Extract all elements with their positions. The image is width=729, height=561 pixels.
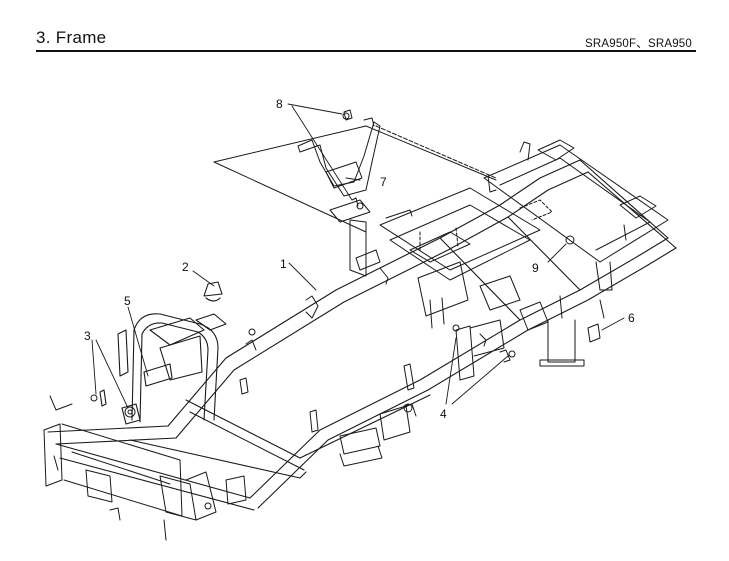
hardware [90,112,601,510]
callout-6: 6 [628,311,635,325]
front-bumper [43,395,247,541]
center-structure [329,175,553,329]
callout-7: 7 [380,175,387,189]
callout-8: 8 [276,97,283,111]
leader-lines [91,103,625,409]
callout-2: 2 [182,260,189,274]
side-brackets [239,295,549,467]
rear-deck-plate [483,139,669,367]
model-label: SRA950F、SRA950 [585,38,692,50]
pedal-bracket [213,109,497,233]
callout-5: 5 [124,294,131,308]
page-header: 3. Frame SRA950F、SRA950 [36,26,696,52]
callout-4: 4 [440,407,447,421]
callout-1: 1 [280,257,287,271]
callout-3: 3 [84,329,91,343]
section-title: 3. Frame [36,28,107,47]
front-hoop [99,281,227,425]
callout-9: 9 [532,261,539,275]
header-rule [36,50,696,52]
